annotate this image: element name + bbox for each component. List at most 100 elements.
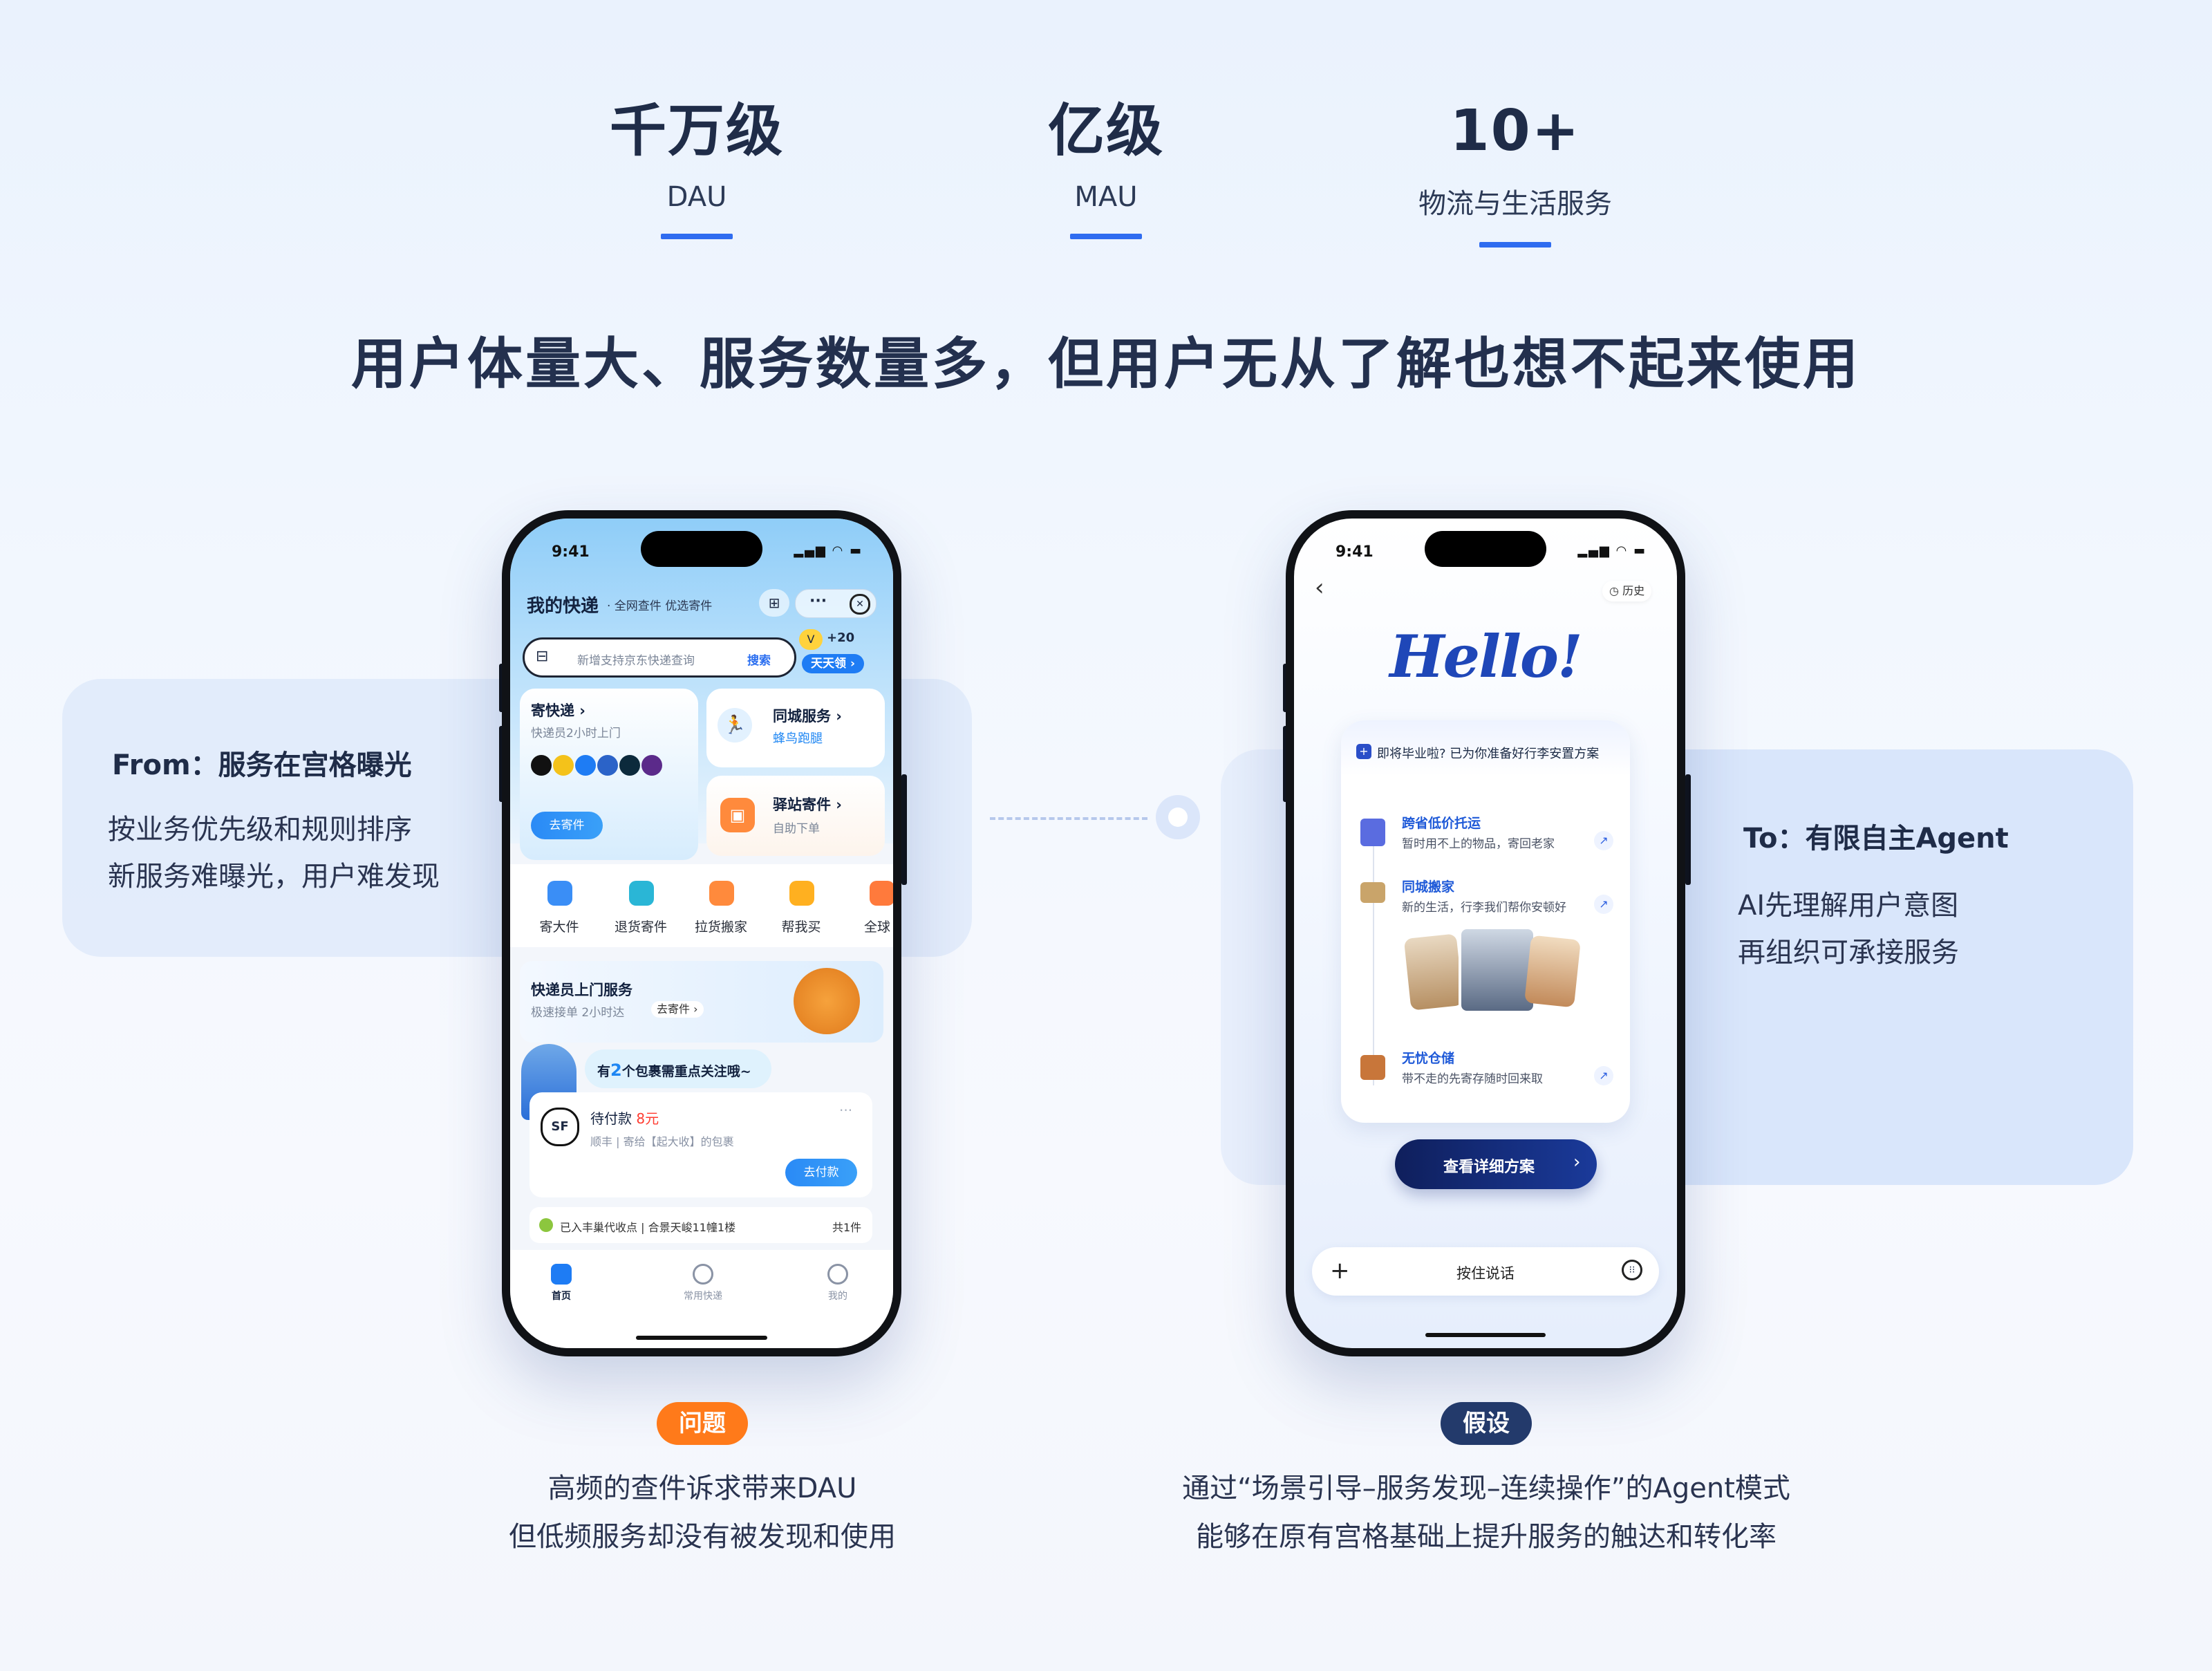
- hold-to-talk[interactable]: 按住说话: [1456, 1265, 1515, 1282]
- back-icon[interactable]: ‹: [1315, 574, 1324, 601]
- card-subtitle: 自助下单: [773, 822, 820, 836]
- phone-right: 9:41 ▂▄▆ ◠ ▬ ‹ ◷ 历史 Hello! + 即将毕业啦? 已为你准…: [1286, 510, 1685, 1356]
- connector-node: [1156, 795, 1200, 839]
- voice-input-bar[interactable]: + 按住说话 ⁝⁝: [1312, 1247, 1659, 1296]
- tab-frequent[interactable]: 常用快递: [672, 1264, 734, 1303]
- order-amount: 8元: [636, 1110, 659, 1127]
- to-card: [1647, 749, 2133, 1185]
- from-card-body: 按业务优先级和规则排序 新服务难曝光，用户难发现: [108, 806, 440, 900]
- clock-icon: ◷: [1609, 584, 1619, 597]
- stat-underline: [1070, 234, 1142, 239]
- hello-greeting: Hello!: [1389, 622, 1583, 691]
- status-icons: ▂▄▆ ◠ ▬: [1577, 543, 1647, 558]
- from-card-line: 新服务难曝光，用户难发现: [108, 861, 440, 893]
- grid-icon-bulky[interactable]: [547, 881, 572, 906]
- home-indicator: [636, 1336, 767, 1340]
- from-card-line: 按业务优先级和规则排序: [108, 814, 412, 846]
- stat-mau: 亿级 MAU: [961, 97, 1251, 239]
- card-title: 驿站寄件 ›: [773, 796, 842, 813]
- service-title[interactable]: 跨省低价托运: [1402, 816, 1481, 831]
- grid-icon-move[interactable]: [709, 881, 734, 906]
- plus-square-icon: +: [1356, 744, 1371, 759]
- view-plan-button[interactable]: 查看详细方案 ›: [1395, 1139, 1597, 1189]
- city-service-card[interactable]: 🏃 同城服务 › 蜂鸟跑腿: [706, 689, 885, 767]
- arrow-up-right-icon[interactable]: ↗: [1594, 1066, 1613, 1085]
- ai-tip-text: 有: [597, 1064, 611, 1079]
- dashed-connector: [990, 817, 1147, 820]
- moving-photo: [1403, 933, 1464, 1011]
- search-input[interactable]: 新增支持京东快递查询: [577, 654, 695, 668]
- hypothesis-caption: 通过“场景引导–服务发现–连续操作”的Agent模式 能够在原有宫格基础上提升服…: [1141, 1464, 1832, 1561]
- tab-me[interactable]: 我的: [817, 1264, 859, 1303]
- grid-label[interactable]: 拉货搬家: [694, 919, 747, 935]
- tab-label: 我的: [828, 1291, 847, 1302]
- plus-icon[interactable]: +: [1330, 1257, 1350, 1285]
- order-card[interactable]: SF 待付款 8元 顺丰 | 寄给【起大收】的包裹 ··· 去付款: [529, 1092, 872, 1197]
- dynamic-island: [641, 531, 762, 567]
- carrier-logos: [531, 755, 676, 777]
- service-title[interactable]: 同城搬家: [1402, 879, 1455, 895]
- to-card-line: 再组织可承接服务: [1738, 937, 1959, 969]
- home-icon: [551, 1264, 572, 1285]
- sf-logo-icon: SF: [541, 1108, 579, 1146]
- ai-tip-bubble[interactable]: 有2个包裹需重点关注哦~: [585, 1049, 771, 1088]
- plan-card: + 即将毕业啦? 已为你准备好行李安置方案 跨省低价托运 暂时用不上的物品，寄回…: [1341, 720, 1630, 1123]
- warehouse-icon: [1360, 1055, 1385, 1080]
- caption-line: 通过“场景引导–服务发现–连续操作”的Agent模式: [1182, 1473, 1790, 1504]
- tab-home[interactable]: 首页: [541, 1264, 582, 1303]
- grid-icon-global[interactable]: [870, 881, 893, 906]
- arrow-up-right-icon[interactable]: ↗: [1594, 831, 1613, 850]
- grid-icon-return[interactable]: [629, 881, 654, 906]
- search-bar[interactable]: ⊟ 新增支持京东快递查询 搜索: [523, 637, 796, 678]
- locker-row[interactable]: 已入丰巢代收点 | 合景天峻11幢1楼 共1件: [529, 1207, 872, 1243]
- locker-icon: [539, 1218, 553, 1232]
- arrow-up-right-icon[interactable]: ↗: [1594, 895, 1613, 914]
- badge-label: 天天领 ›: [802, 654, 864, 673]
- locker-text: 已入丰巢代收点 | 合景天峻11幢1楼: [560, 1221, 736, 1234]
- service-title[interactable]: 无忧仓储: [1402, 1051, 1455, 1066]
- banner-link[interactable]: 去寄件 ›: [651, 1001, 704, 1018]
- grid-label[interactable]: 寄大件: [539, 919, 579, 935]
- more-icon[interactable]: ···: [809, 592, 827, 610]
- order-status: 待付款: [590, 1110, 632, 1127]
- scan-code-icon[interactable]: ⊟: [536, 648, 549, 665]
- keyboard-icon[interactable]: ⁝⁝: [1622, 1260, 1642, 1280]
- courier-banner[interactable]: 快递员上门服务 极速接单 2小时达 去寄件 ›: [520, 961, 883, 1043]
- ai-tip-count: 2: [610, 1061, 622, 1080]
- capsule-menu[interactable]: ··· ✕: [795, 589, 877, 618]
- card-subtitle: 快递员2小时上门: [531, 727, 621, 740]
- badge-points: +20: [827, 631, 855, 645]
- pay-button[interactable]: 去付款: [785, 1159, 857, 1186]
- to-card-body: AI先理解用户意图 再组织可承接服务: [1738, 882, 1959, 976]
- history-button[interactable]: ◷ 历史: [1602, 581, 1652, 601]
- grid-label[interactable]: 退货寄件: [614, 919, 667, 935]
- service-desc: 暂时用不上的物品，寄回老家: [1402, 837, 1555, 851]
- stat-dau: 千万级 DAU: [552, 97, 842, 239]
- stat-value: 亿级: [1047, 98, 1164, 164]
- home-indicator: [1425, 1333, 1546, 1337]
- send-button[interactable]: 去寄件: [531, 812, 603, 839]
- grid-label[interactable]: 帮我买: [781, 919, 821, 935]
- problem-tag: 问题: [657, 1402, 748, 1445]
- store-icon: ▣: [720, 798, 755, 832]
- grid-label[interactable]: 全球: [863, 919, 890, 935]
- to-card-line: AI先理解用户意图: [1738, 890, 1959, 922]
- send-express-card[interactable]: 寄快递 › 快递员2小时上门 去寄件: [520, 689, 698, 860]
- caption-line: 高频的查件诉求带来DAU: [547, 1473, 857, 1504]
- card-subtitle: 蜂鸟跑腿: [773, 731, 823, 746]
- stat-services: 10+ 物流与生活服务: [1370, 97, 1660, 248]
- grid-icon-buy[interactable]: [789, 881, 814, 906]
- station-card[interactable]: ▣ 驿站寄件 › 自助下单: [706, 776, 885, 856]
- page-subtitle: · 全网查件 优选寄件: [607, 599, 713, 613]
- phone-side-button: [1685, 774, 1691, 885]
- close-icon[interactable]: ✕: [850, 594, 870, 615]
- more-icon[interactable]: ···: [839, 1102, 853, 1119]
- scan-icon[interactable]: ⊞: [759, 589, 789, 617]
- history-label: 历史: [1622, 584, 1645, 597]
- coin-icon: V: [799, 629, 823, 650]
- search-button[interactable]: 搜索: [747, 654, 771, 668]
- moving-photo: [1459, 926, 1536, 1014]
- daily-reward-badge[interactable]: V +20 天天领 ›: [799, 629, 867, 675]
- moving-photo: [1524, 935, 1581, 1008]
- tab-label: 常用快递: [684, 1291, 722, 1302]
